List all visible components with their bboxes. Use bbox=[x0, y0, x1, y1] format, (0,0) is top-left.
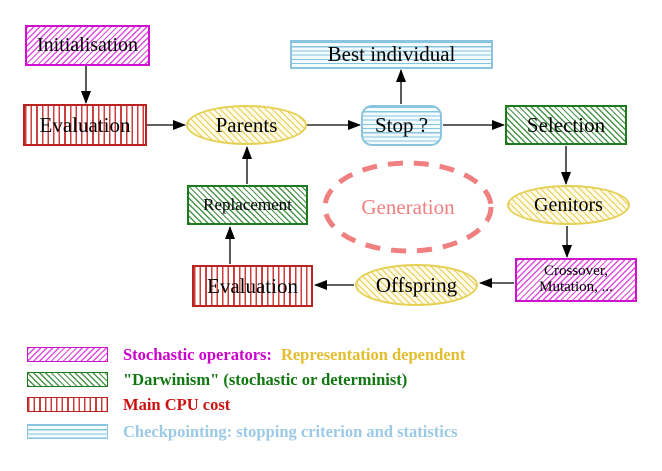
node-offspring: Offspring bbox=[355, 264, 478, 306]
node-best-individual: Best individual bbox=[290, 40, 493, 69]
generation-dashed-ellipse bbox=[322, 160, 494, 254]
node-parents: Parents bbox=[186, 105, 307, 145]
node-replacement: Replacement bbox=[187, 185, 308, 225]
legend-label-darwinism: "Darwinism" (stochastic or determinist) bbox=[123, 369, 408, 389]
legend-swatch-red-stripes bbox=[27, 397, 108, 412]
legend-label-representation-dependent: Representation dependent bbox=[280, 344, 466, 364]
node-stop: Stop ? bbox=[361, 105, 442, 146]
legend-swatch-magenta-hatch bbox=[27, 347, 108, 362]
crossover-label-line1: Crossover, bbox=[544, 263, 608, 280]
node-evaluation-bottom: Evaluation bbox=[192, 265, 313, 307]
legend-row-checkpointing: Checkpointing: stopping criterion and st… bbox=[27, 421, 458, 441]
legend-label-main-cpu-cost: Main CPU cost bbox=[123, 394, 231, 414]
legend-label-stochastic-operators: Stochastic operators: bbox=[123, 344, 272, 364]
legend-row-cpu-cost: Main CPU cost bbox=[27, 394, 231, 414]
legend-label-checkpointing: Checkpointing: stopping criterion and st… bbox=[123, 421, 458, 441]
legend-swatch-green-hatch bbox=[27, 372, 108, 387]
node-evaluation-top: Evaluation bbox=[23, 104, 147, 146]
node-selection: Selection bbox=[505, 105, 627, 145]
legend-row-darwinism: "Darwinism" (stochastic or determinist) bbox=[27, 369, 408, 389]
node-crossover-mutation: Crossover, Mutation, ... bbox=[515, 258, 637, 302]
crossover-label-line2: Mutation, ... bbox=[539, 279, 613, 295]
node-genitors: Genitors bbox=[507, 185, 630, 225]
node-initialisation: Initialisation bbox=[25, 25, 150, 66]
legend-swatch-cyan-stripes bbox=[27, 424, 108, 439]
legend-row-stochastic: Stochastic operators: Representation dep… bbox=[27, 344, 466, 364]
generation-label: Generation bbox=[361, 194, 455, 219]
